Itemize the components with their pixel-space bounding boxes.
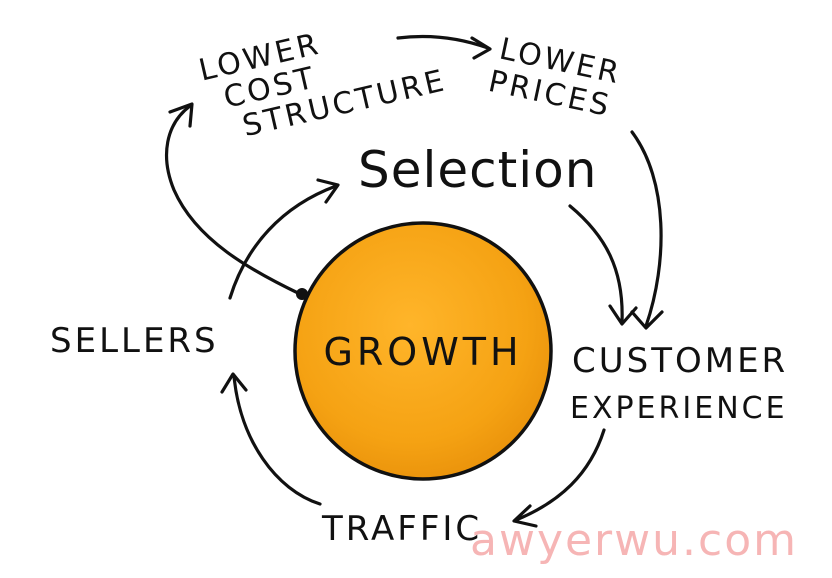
arrow-growth-to-cost [165, 104, 302, 296]
node-traffic: TRAFFIC [321, 509, 482, 549]
watermark-text: awyerwu.com [470, 515, 798, 566]
node-lower-cost-structure: LOWER COST STRUCTURE [196, 27, 450, 145]
growth-circle [293, 221, 553, 481]
arrowhead-customer-to-traffic [512, 504, 538, 528]
node-lower-prices: LOWER PRICES [485, 32, 624, 125]
node-sellers: SELLERS [50, 321, 219, 361]
arrowhead-sellers-to-selection [316, 178, 340, 204]
arrowhead-prices-to-customer [630, 310, 664, 330]
arrow-selection-to-customer [568, 204, 624, 324]
arrow-traffic-to-sellers [232, 374, 322, 506]
arrowhead-selection-to-customer [608, 304, 638, 326]
arrowhead-cost-to-prices [470, 36, 492, 60]
arrow-customer-to-traffic [514, 428, 606, 522]
arrowhead-traffic-to-sellers [220, 372, 248, 394]
arrowhead-growth-to-cost [168, 102, 194, 128]
growth-connector-dot [296, 288, 308, 300]
arrow-sellers-to-selection [228, 184, 338, 300]
arrow-cost-to-prices [396, 34, 490, 50]
customer-experience-line-2: EXPERIENCE [570, 391, 788, 426]
node-selection: Selection [358, 141, 597, 199]
arrow-prices-to-customer [630, 130, 663, 328]
growth-label: GROWTH [323, 330, 522, 374]
customer-experience-line-1: CUSTOMER [572, 341, 788, 381]
